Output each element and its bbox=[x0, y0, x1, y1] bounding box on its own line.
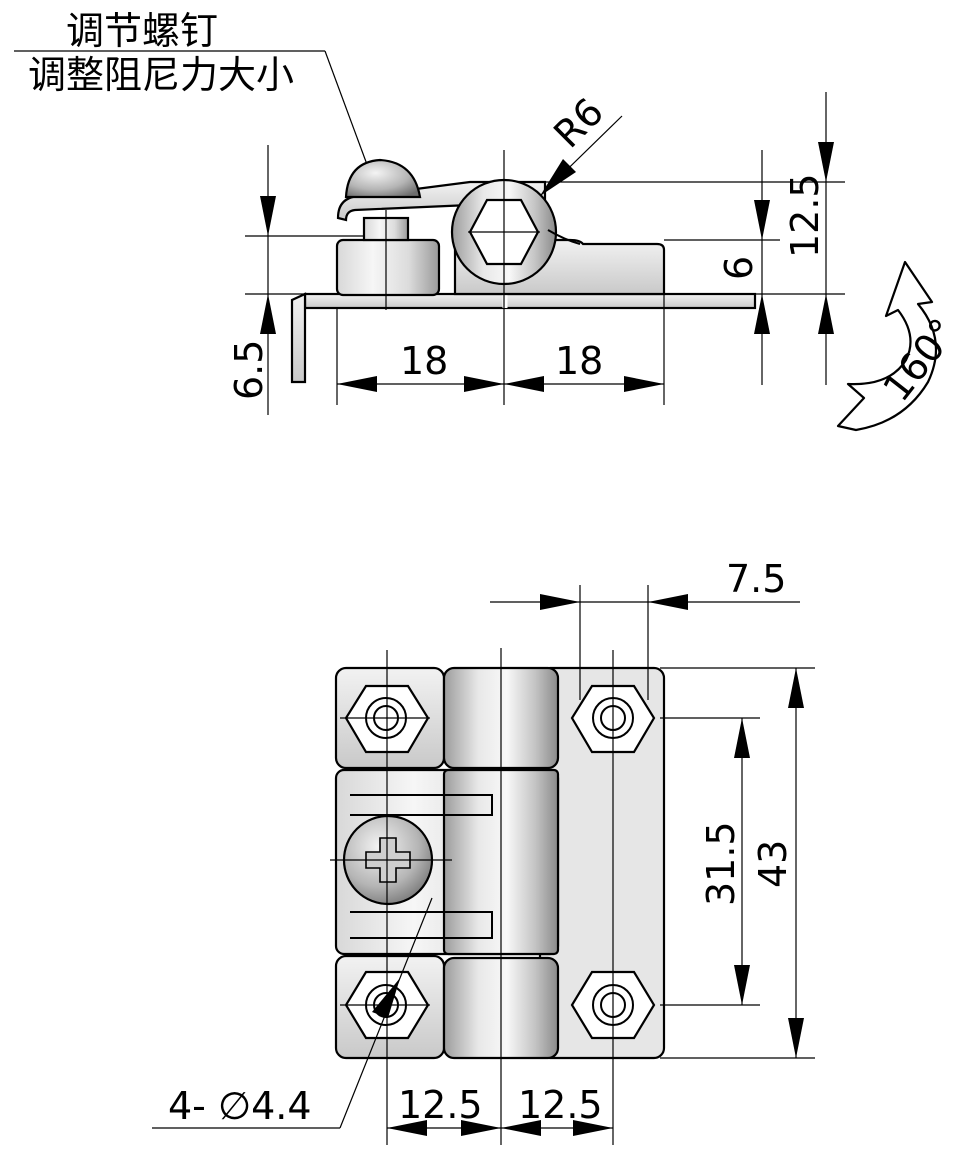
dim-body-height: 6 bbox=[717, 256, 761, 280]
dim-plate-height: 6.5 bbox=[227, 340, 271, 400]
rotation-arrow: 160° bbox=[836, 260, 965, 432]
screw-head bbox=[344, 158, 422, 199]
dim-hole-spacing-v: 31.5 bbox=[699, 821, 743, 906]
side-view: R6 6.5 18 18 6 12.5 bbox=[227, 89, 845, 415]
hole-callout: 4- ∅4.4 bbox=[168, 1084, 312, 1128]
dim-width-left: 18 bbox=[400, 339, 448, 383]
dim-total-height: 12.5 bbox=[783, 173, 827, 258]
callout-line1: 调节螺钉 bbox=[66, 9, 218, 53]
adjust-screw-callout: 调节螺钉 调整阻尼力大小 bbox=[14, 9, 377, 185]
top-view: 7.5 31.5 43 4- ∅4.4 12.5 12.5 bbox=[152, 557, 815, 1145]
bent-tab bbox=[290, 292, 307, 384]
radius-label: R6 bbox=[545, 89, 612, 156]
dim-hole-offset: 7.5 bbox=[726, 557, 786, 601]
left-block bbox=[335, 238, 441, 297]
dim-overall-height: 43 bbox=[751, 840, 795, 888]
dim-hole-spacing-left: 12.5 bbox=[398, 1083, 483, 1127]
callout-line2: 调整阻尼力大小 bbox=[28, 53, 294, 97]
dim-hole-spacing-right: 12.5 bbox=[518, 1083, 603, 1127]
dim-width-right: 18 bbox=[555, 339, 603, 383]
